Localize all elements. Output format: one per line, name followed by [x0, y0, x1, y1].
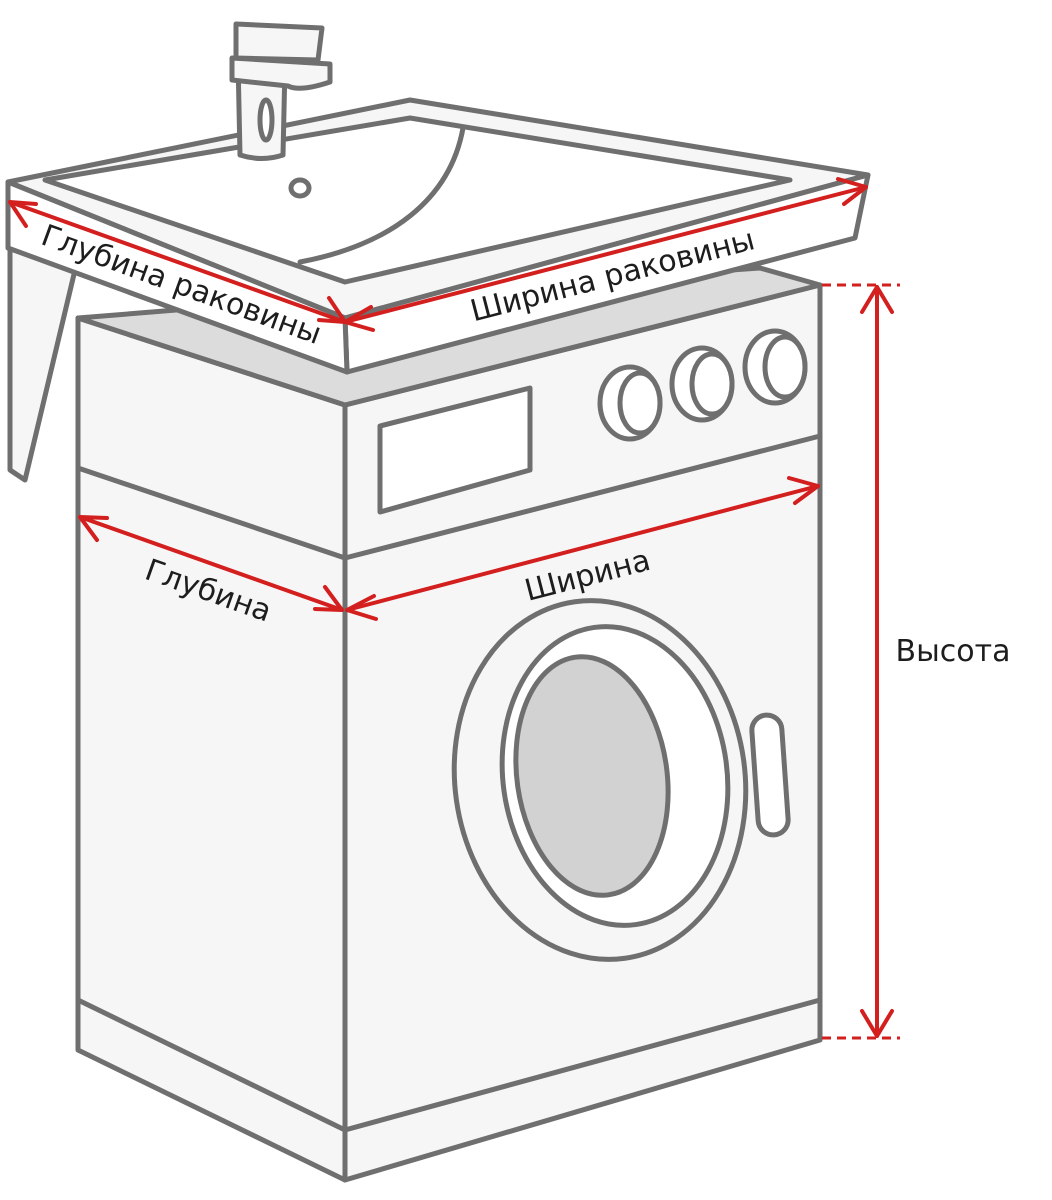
knob-left-face — [617, 370, 663, 436]
sink-side-edge — [5, 179, 350, 375]
knob-middle-face — [689, 351, 735, 417]
door-glass — [513, 654, 671, 898]
faucet-lever — [233, 21, 325, 63]
sink-width-dimension — [343, 177, 868, 332]
label-height: Высота — [896, 634, 1011, 669]
washing-machine — [75, 265, 823, 1183]
knob-right-face — [762, 334, 808, 400]
plinth-divider — [75, 997, 823, 1133]
machine-width-dimension — [345, 476, 820, 621]
drain-hole — [288, 177, 312, 199]
faucet-slot — [257, 97, 275, 143]
sink-bowl-curve — [297, 125, 466, 265]
machine-side-panel — [75, 315, 348, 1183]
door-handle — [749, 712, 791, 838]
faucet — [229, 21, 333, 161]
control-knobs — [597, 328, 808, 442]
machine-depth-dimension — [78, 515, 344, 612]
sink-support-bracket — [7, 245, 78, 483]
machine-height-dimension — [822, 283, 900, 1040]
sink-bowl — [42, 115, 793, 285]
faucet-spout — [229, 55, 333, 91]
dimension-lines — [8, 177, 900, 1040]
control-panel-divider — [75, 433, 823, 561]
detergent-drawer — [377, 385, 533, 515]
sink — [5, 21, 871, 483]
machine-door — [451, 598, 791, 962]
